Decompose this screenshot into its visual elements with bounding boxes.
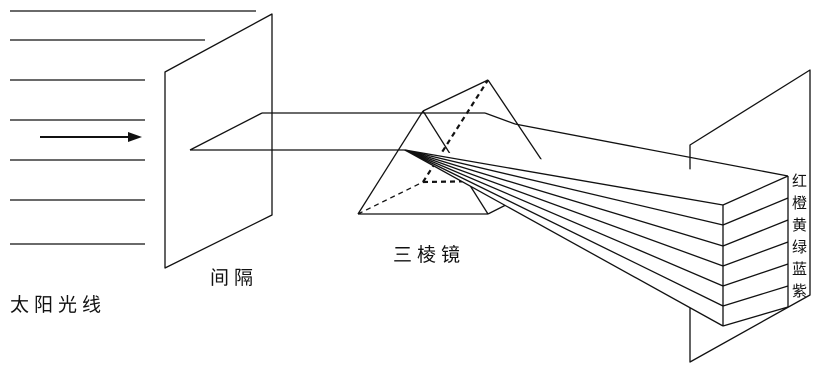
band-divider <box>722 285 789 307</box>
spectrum-ray <box>404 149 724 327</box>
spectrum-label-green: 绿 <box>792 238 808 256</box>
spectrum-ray <box>404 149 724 247</box>
light-beam <box>189 112 485 151</box>
spectrum-label-violet: 紫 <box>792 282 808 300</box>
band-divider <box>722 241 789 267</box>
spectrum-ray <box>404 149 724 226</box>
band-divider <box>722 306 789 327</box>
sunlight-label: 太阳光线 <box>10 294 107 316</box>
prism-label: 三棱镜 <box>393 244 466 266</box>
slit-plate <box>164 13 273 269</box>
band-divider <box>722 219 789 247</box>
direction-arrow <box>40 132 142 142</box>
spectrum-band <box>404 112 789 327</box>
slit-label: 间隔 <box>210 267 259 289</box>
spectrum-label-yellow: 黄 <box>792 216 808 234</box>
spectrum-ray <box>404 149 724 267</box>
spectrum-ray <box>404 149 724 206</box>
arrow-head-icon <box>128 132 142 142</box>
spectrum-label-red: 红 <box>792 172 808 190</box>
spectrum-label-orange: 橙 <box>792 194 808 212</box>
band-divider <box>722 197 789 226</box>
spectrum-label-blue: 蓝 <box>792 260 808 278</box>
band-divider <box>722 263 789 287</box>
spectrum-ray <box>404 149 724 287</box>
sunlight-rays <box>10 10 256 245</box>
spectrum-ray <box>404 149 724 307</box>
